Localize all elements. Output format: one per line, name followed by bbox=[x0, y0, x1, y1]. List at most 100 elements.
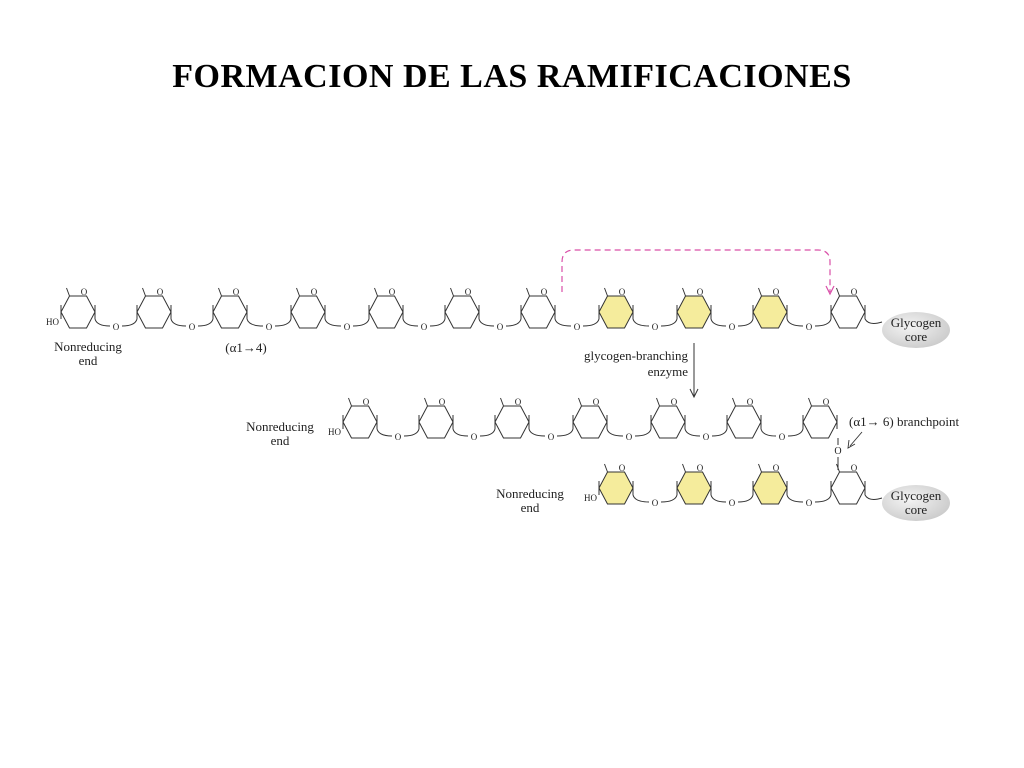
ring-oxygen: O bbox=[465, 287, 472, 297]
glucose-residue: OHO bbox=[584, 463, 634, 505]
pyranose-ring bbox=[598, 295, 634, 329]
glycosidic-bond: O bbox=[376, 428, 420, 442]
bond-line bbox=[554, 318, 572, 327]
glycosidic-bond: O bbox=[528, 428, 574, 442]
pyranose-ring bbox=[494, 405, 530, 439]
ch2oh-bond bbox=[526, 287, 530, 297]
bond-line bbox=[814, 494, 832, 503]
bridging-oxygen: O bbox=[266, 322, 273, 332]
ch2oh-bond bbox=[758, 463, 762, 473]
enzyme-label-line2: enzyme bbox=[648, 364, 689, 379]
pyranose-ring bbox=[598, 471, 634, 505]
branchpoint-pointer bbox=[849, 431, 863, 447]
bridging-oxygen: O bbox=[421, 322, 428, 332]
pyranose-ring bbox=[830, 295, 866, 329]
bond-line bbox=[632, 318, 650, 327]
glycosidic-bond: O bbox=[786, 494, 832, 508]
glycosidic-bond: O bbox=[786, 318, 832, 332]
bridging-oxygen: O bbox=[471, 432, 478, 442]
ring-oxygen: O bbox=[619, 287, 626, 297]
glucose-residue: O bbox=[752, 287, 788, 329]
bond-line bbox=[505, 318, 522, 327]
glycosidic-bond: O bbox=[478, 318, 522, 332]
glucose-residue: O bbox=[212, 287, 248, 329]
bond-line bbox=[197, 318, 214, 327]
ch2oh-bond bbox=[142, 287, 146, 297]
bond-line bbox=[352, 318, 370, 327]
pyranose-ring bbox=[212, 295, 248, 329]
bridging-oxygen: O bbox=[729, 498, 736, 508]
bridging-oxygen: O bbox=[344, 322, 351, 332]
glycosidic-bond: O bbox=[94, 318, 138, 332]
glycogen-core-top-line2: core bbox=[905, 329, 928, 344]
bond-line bbox=[246, 318, 264, 327]
ring-oxygen: O bbox=[363, 397, 370, 407]
ring-oxygen: O bbox=[747, 397, 754, 407]
ch2oh-bond bbox=[66, 287, 70, 297]
bridging-oxygen: O bbox=[548, 432, 555, 442]
ch2oh-bond bbox=[450, 287, 454, 297]
bond-line bbox=[94, 318, 111, 327]
glycosidic-bond: O bbox=[324, 318, 370, 332]
ch2oh-bond bbox=[682, 287, 686, 297]
main-nonreducing-end-line2: end bbox=[521, 500, 540, 515]
ring-oxygen: O bbox=[697, 287, 704, 297]
bridging-oxygen: O bbox=[729, 322, 736, 332]
bridging-oxygen: O bbox=[626, 432, 633, 442]
ring-oxygen: O bbox=[157, 287, 164, 297]
glucose-residue: OHO bbox=[46, 287, 96, 329]
bridging-oxygen: O bbox=[652, 322, 659, 332]
bond-line bbox=[660, 318, 678, 327]
core-bond bbox=[864, 494, 883, 500]
ch2oh-bond bbox=[218, 287, 222, 297]
alpha-1-4-linkage-label: (α1→4) bbox=[225, 340, 266, 355]
pyranose-ring bbox=[290, 295, 326, 329]
bridging-oxygen: O bbox=[395, 432, 402, 442]
glucose-residue: O bbox=[290, 287, 326, 329]
bond-line bbox=[760, 428, 777, 437]
top-nonreducing-end-line1: Nonreducing bbox=[54, 339, 122, 354]
pyranose-ring bbox=[418, 405, 454, 439]
bond-line bbox=[660, 494, 678, 503]
glycosidic-bond: O bbox=[710, 494, 754, 508]
ch2oh-bond bbox=[836, 287, 840, 297]
pyranose-ring bbox=[444, 295, 480, 329]
transfer-arrow bbox=[561, 249, 831, 292]
branchpoint-label: (α1→ 6) branchpoint bbox=[849, 414, 959, 429]
ch2oh-bond bbox=[758, 287, 762, 297]
ch2oh-bond bbox=[374, 287, 378, 297]
top-nonreducing-end-line2: end bbox=[79, 353, 98, 368]
ring-oxygen: O bbox=[823, 397, 830, 407]
bond-line bbox=[786, 318, 804, 327]
bond-line bbox=[452, 428, 469, 437]
branchpoint-pointer-head bbox=[847, 439, 856, 449]
glucose-residue: O bbox=[494, 397, 530, 439]
bridging-oxygen: O bbox=[113, 322, 120, 332]
pyranose-ring bbox=[752, 295, 788, 329]
bridging-oxygen: O bbox=[497, 322, 504, 332]
reaction-arrowhead bbox=[689, 388, 699, 399]
glucose-residue: O bbox=[752, 463, 788, 505]
pyranose-ring bbox=[752, 471, 788, 505]
branch-nonreducing-end-line1: Nonreducing bbox=[246, 419, 314, 434]
glycosidic-bond: O bbox=[632, 494, 678, 508]
bridging-oxygen: O bbox=[779, 432, 786, 442]
ch2oh-bond bbox=[604, 287, 608, 297]
glucose-residue: O bbox=[830, 287, 866, 329]
ch2oh-bond bbox=[424, 397, 428, 407]
bridging-oxygen: O bbox=[703, 432, 710, 442]
glucose-residue: O bbox=[368, 287, 404, 329]
bond-line bbox=[479, 428, 496, 437]
pyranose-ring bbox=[650, 405, 686, 439]
bridging-oxygen: O bbox=[806, 498, 813, 508]
pyranose-ring bbox=[802, 405, 838, 439]
glucose-residue: O bbox=[136, 287, 172, 329]
bond-line bbox=[606, 428, 624, 437]
ring-oxygen: O bbox=[773, 463, 780, 473]
glucose-residue: O bbox=[598, 287, 634, 329]
branch-bond-oxygen: O bbox=[834, 446, 841, 457]
ch2oh-bond bbox=[808, 397, 812, 407]
